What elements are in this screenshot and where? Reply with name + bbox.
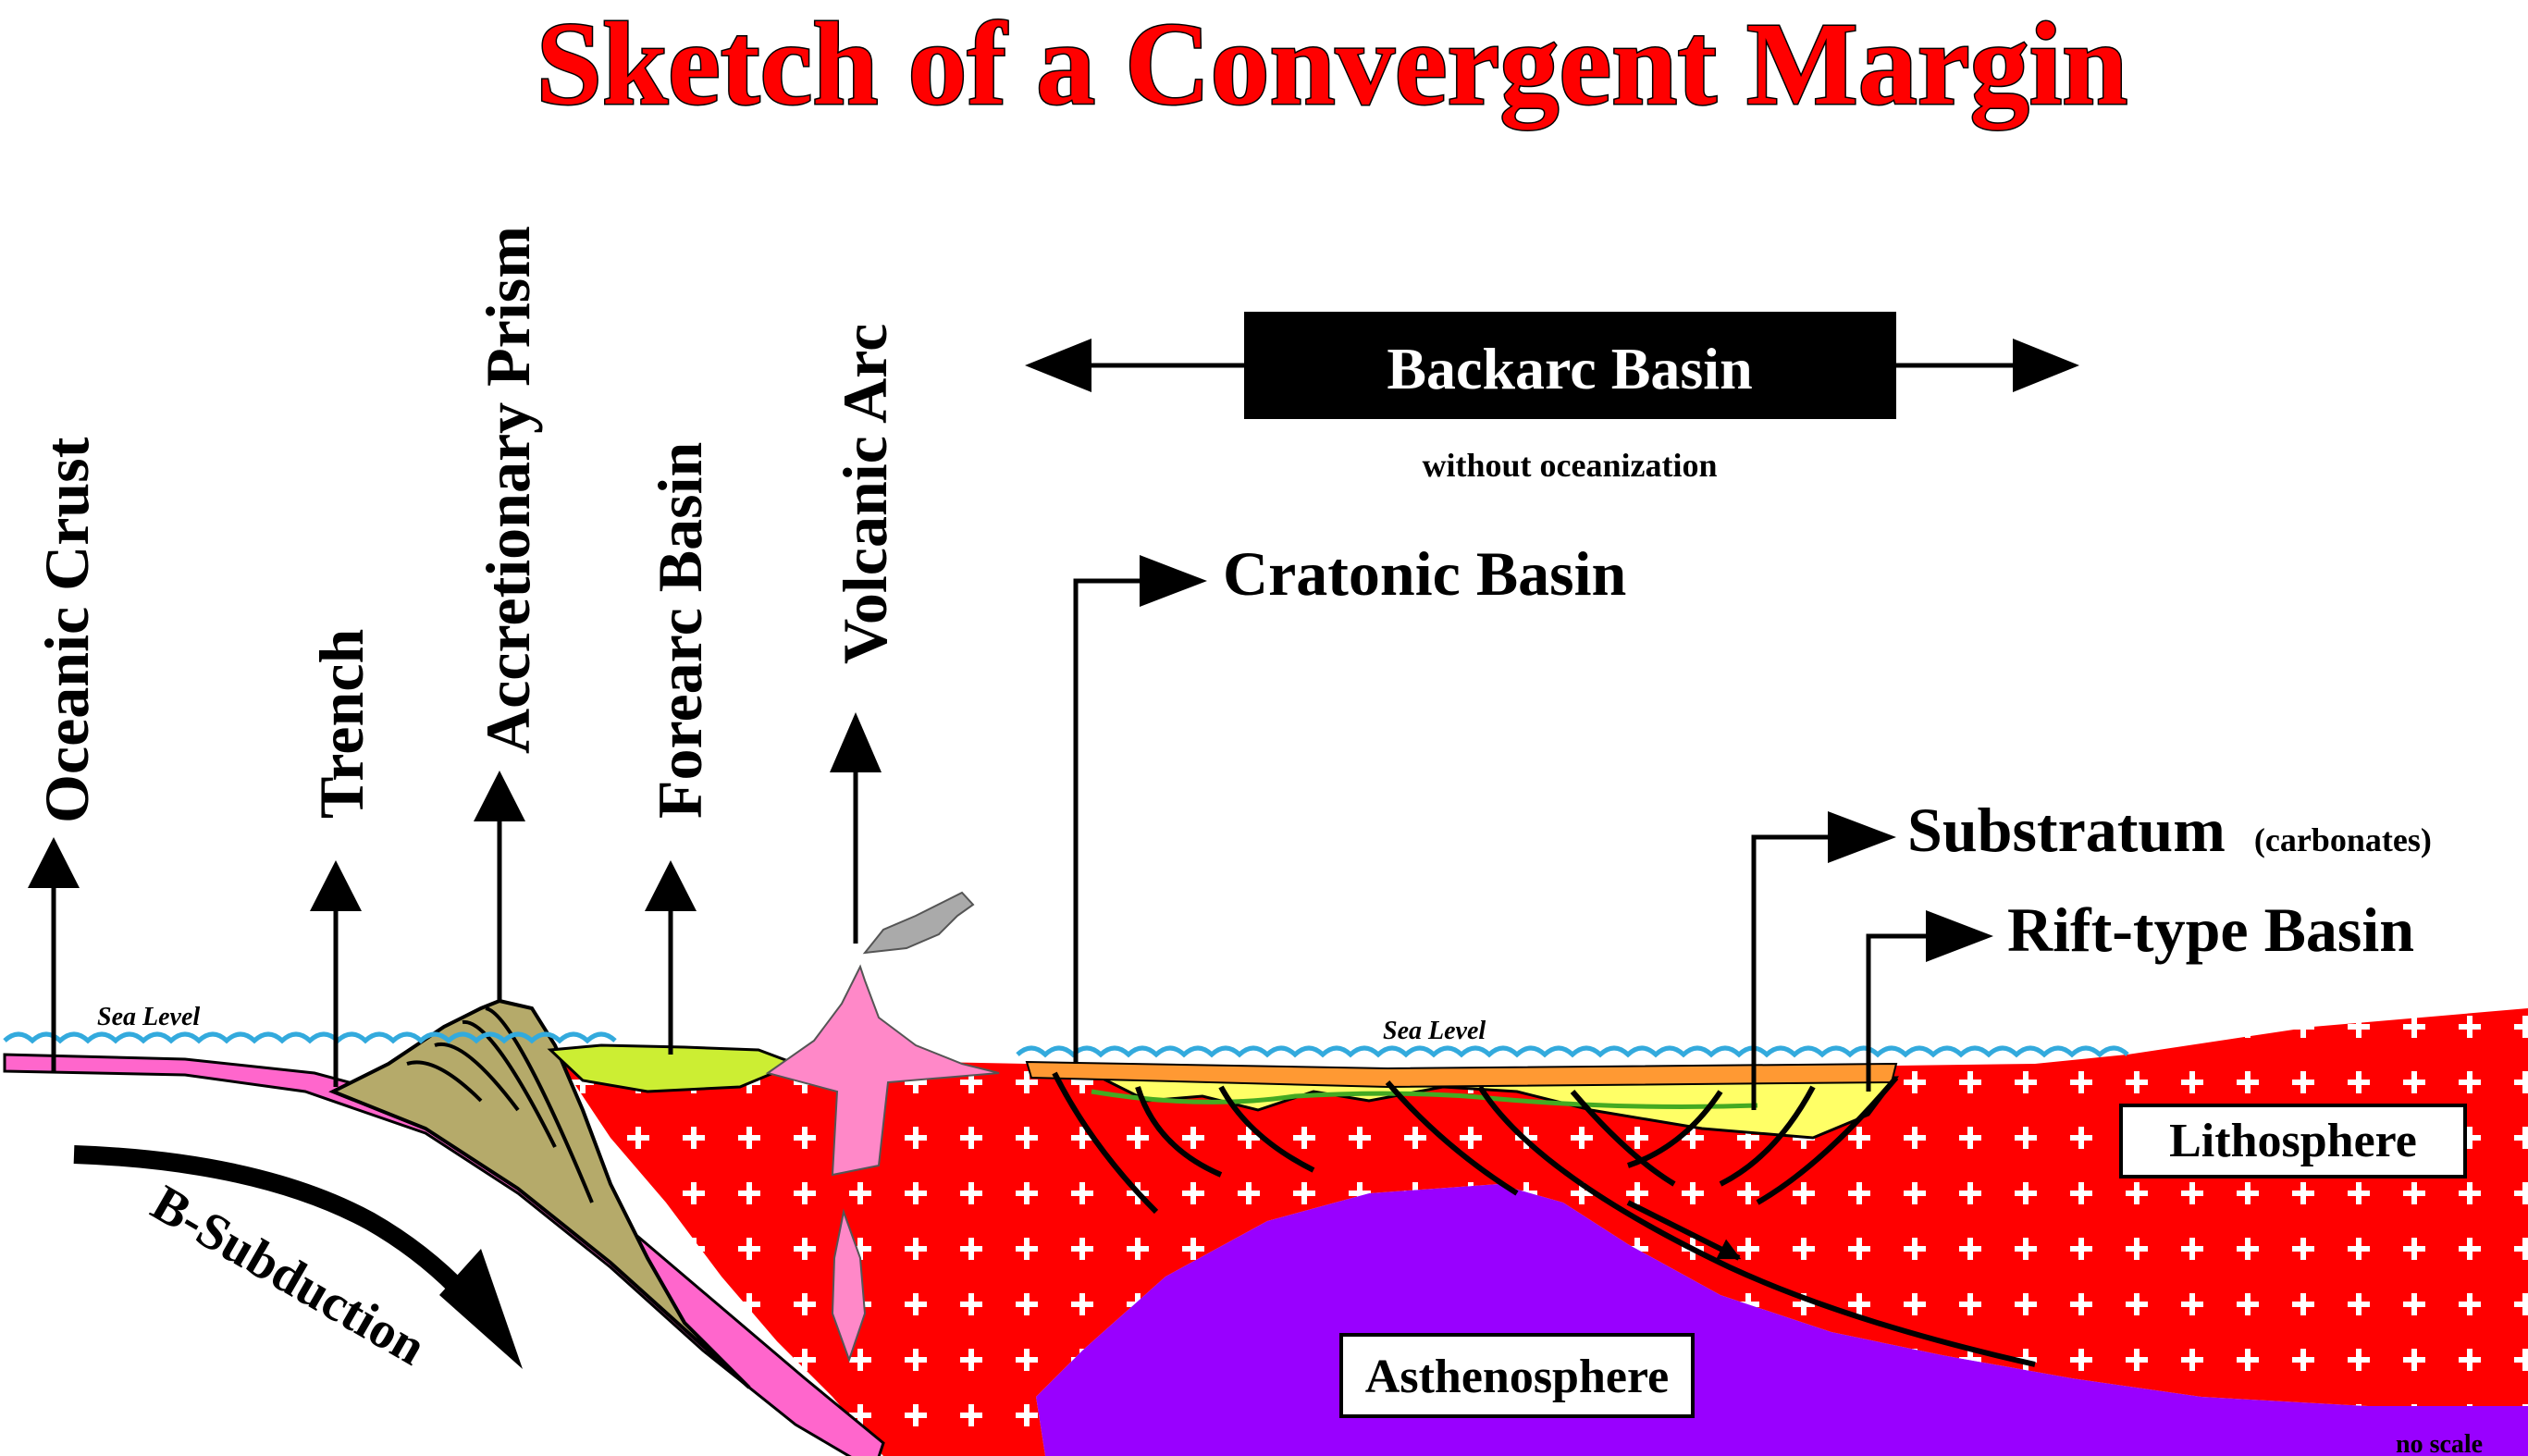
volcanic-arc-label: Volcanic Arc: [830, 324, 900, 664]
sea-level-right: [1016, 1045, 2129, 1058]
b-subduction-label: B-Subduction: [142, 1175, 436, 1377]
ash-cloud: [862, 891, 975, 955]
forearc-basin-label: Forearc Basin: [645, 442, 715, 819]
substratum-label-main: Substratum: [1907, 795, 2226, 865]
backarc-basin-label: Backarc Basin: [1387, 336, 1752, 401]
volcano: [765, 964, 1000, 1177]
sea-level-left-label: Sea Level: [97, 1003, 200, 1031]
backarc-basin-box: [1244, 312, 1896, 419]
cratonic-basin-label: Cratonic Basin: [1223, 538, 1626, 609]
oceanic-crust-pointer: Oceanic Crust: [28, 437, 102, 1071]
lithosphere-label: Lithosphere: [2169, 1115, 2417, 1167]
green-sediment-layer: [1091, 1089, 1758, 1109]
sea-level-left: [3, 1031, 617, 1044]
rift-basin-label: Rift-type Basin: [2007, 895, 2414, 965]
asthenosphere-label-box: Asthenosphere: [1339, 1333, 1695, 1418]
subduction-arrow: B-Subduction: [73, 1145, 523, 1377]
backarc-basin-note: without oceanization: [1423, 447, 1718, 484]
cratonic-basin-pointer: Cratonic Basin: [1073, 538, 1626, 1064]
lithosphere-label-box: Lithosphere: [2119, 1104, 2467, 1178]
trench-pointer: Trench: [306, 629, 376, 1087]
substratum-label: Substratum (carbonates): [1907, 795, 2432, 865]
oceanic-crust-label: Oceanic Crust: [31, 437, 102, 823]
accretionary-prism-pointer: Accretionary Prism: [473, 226, 543, 1001]
rift-basin-pointer: Rift-type Basin: [1866, 895, 2414, 1092]
listric-faults: [1052, 1071, 2036, 1367]
asthenosphere-label: Asthenosphere: [1365, 1351, 1669, 1403]
prism-thrust-lines: [406, 1006, 594, 1203]
sea-level-right-label: Sea Level: [1383, 1017, 1486, 1045]
backarc-basin-indicator: Backarc Basin without oceanization: [1025, 312, 2079, 484]
lithosphere-region: [555, 1008, 2528, 1456]
trench-label: Trench: [306, 629, 376, 819]
fault-arrow: [1626, 1200, 1742, 1261]
substratum-label-note: (carbonates): [2254, 821, 2432, 858]
no-scale-note: no scale: [2396, 1430, 2483, 1456]
forearc-basin-pointer: Forearc Basin: [645, 442, 715, 1055]
diagram-title: Sketch of a Convergent Margin: [536, 0, 2128, 130]
accretionary-prism: [328, 998, 751, 1389]
accretionary-prism-label: Accretionary Prism: [473, 226, 543, 754]
substratum-pointer: Substratum (carbonates): [1751, 795, 2432, 1110]
magma-chamber: [831, 1208, 867, 1363]
volcanic-arc-pointer: Volcanic Arc: [830, 324, 900, 944]
